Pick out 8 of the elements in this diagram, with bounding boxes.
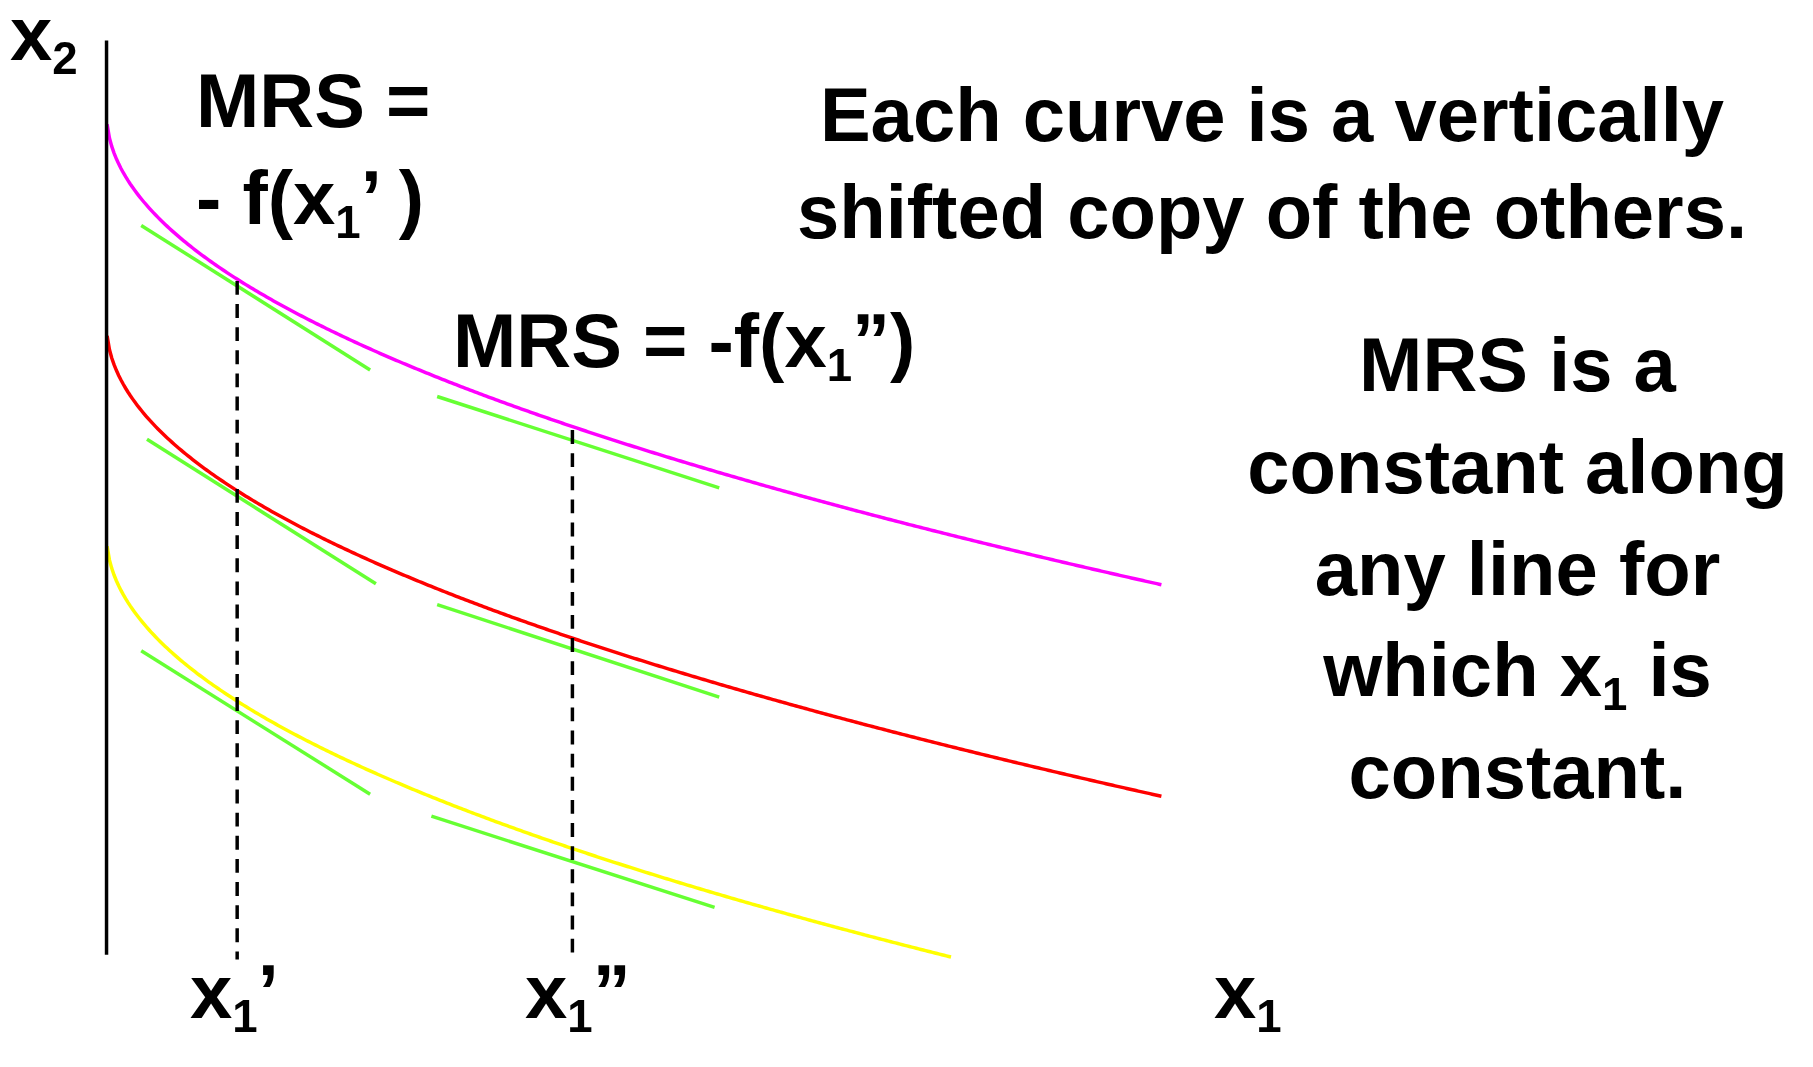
axis-label: x$_{1}$ xyxy=(1214,950,1282,1034)
annotation-text: MRS is a constant along any line for which x$_{1}$ is constant. xyxy=(1246,321,1789,817)
tick-label: x$_{1}$” xyxy=(525,950,631,1034)
annotation-text: MRS = - f(x$_{1}$’ ) xyxy=(196,57,432,247)
tick-label: x$_{1}$’ xyxy=(190,950,279,1034)
annotation-text: MRS = -f(x$_{1}$”) xyxy=(453,297,916,390)
annotation-text: Each curve is a vertically shifted copy of the others. xyxy=(795,71,1749,257)
axis-label: x$_{2}$ xyxy=(10,0,78,76)
